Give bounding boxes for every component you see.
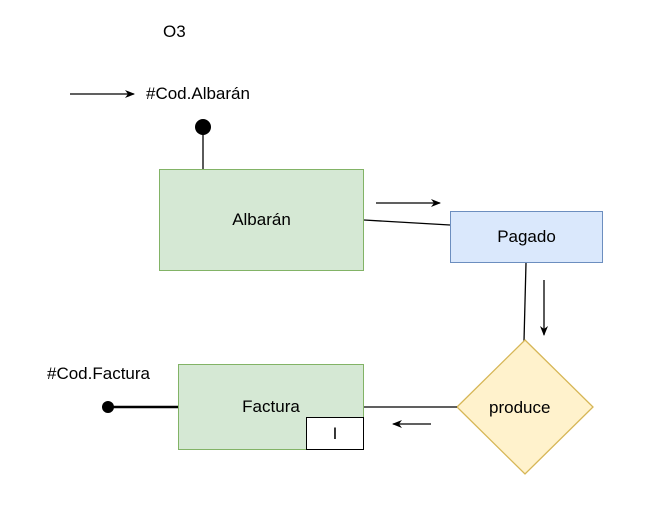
- factura-key-dot: [102, 401, 114, 413]
- produce-diamond[interactable]: [456, 339, 594, 475]
- entity-pagado-label: Pagado: [497, 227, 556, 246]
- factura-key-attribute: #Cod.Factura: [47, 364, 150, 383]
- entity-albaran-label: Albarán: [232, 210, 291, 229]
- factura-tag-box: I: [306, 417, 364, 450]
- entity-albaran[interactable]: Albarán: [159, 169, 364, 271]
- albaran-key-dot: [195, 119, 211, 135]
- entity-pagado[interactable]: Pagado: [450, 211, 603, 263]
- albaran-pagado-line: [363, 219, 451, 226]
- pagado-produce-line: [523, 262, 527, 342]
- albaran-key-attribute: #Cod.Albarán: [146, 84, 250, 103]
- diagram-title: O3: [163, 22, 186, 41]
- entity-factura-label: Factura: [242, 397, 300, 416]
- factura-tag-label: I: [332, 423, 338, 443]
- produce-label: produce: [489, 398, 551, 417]
